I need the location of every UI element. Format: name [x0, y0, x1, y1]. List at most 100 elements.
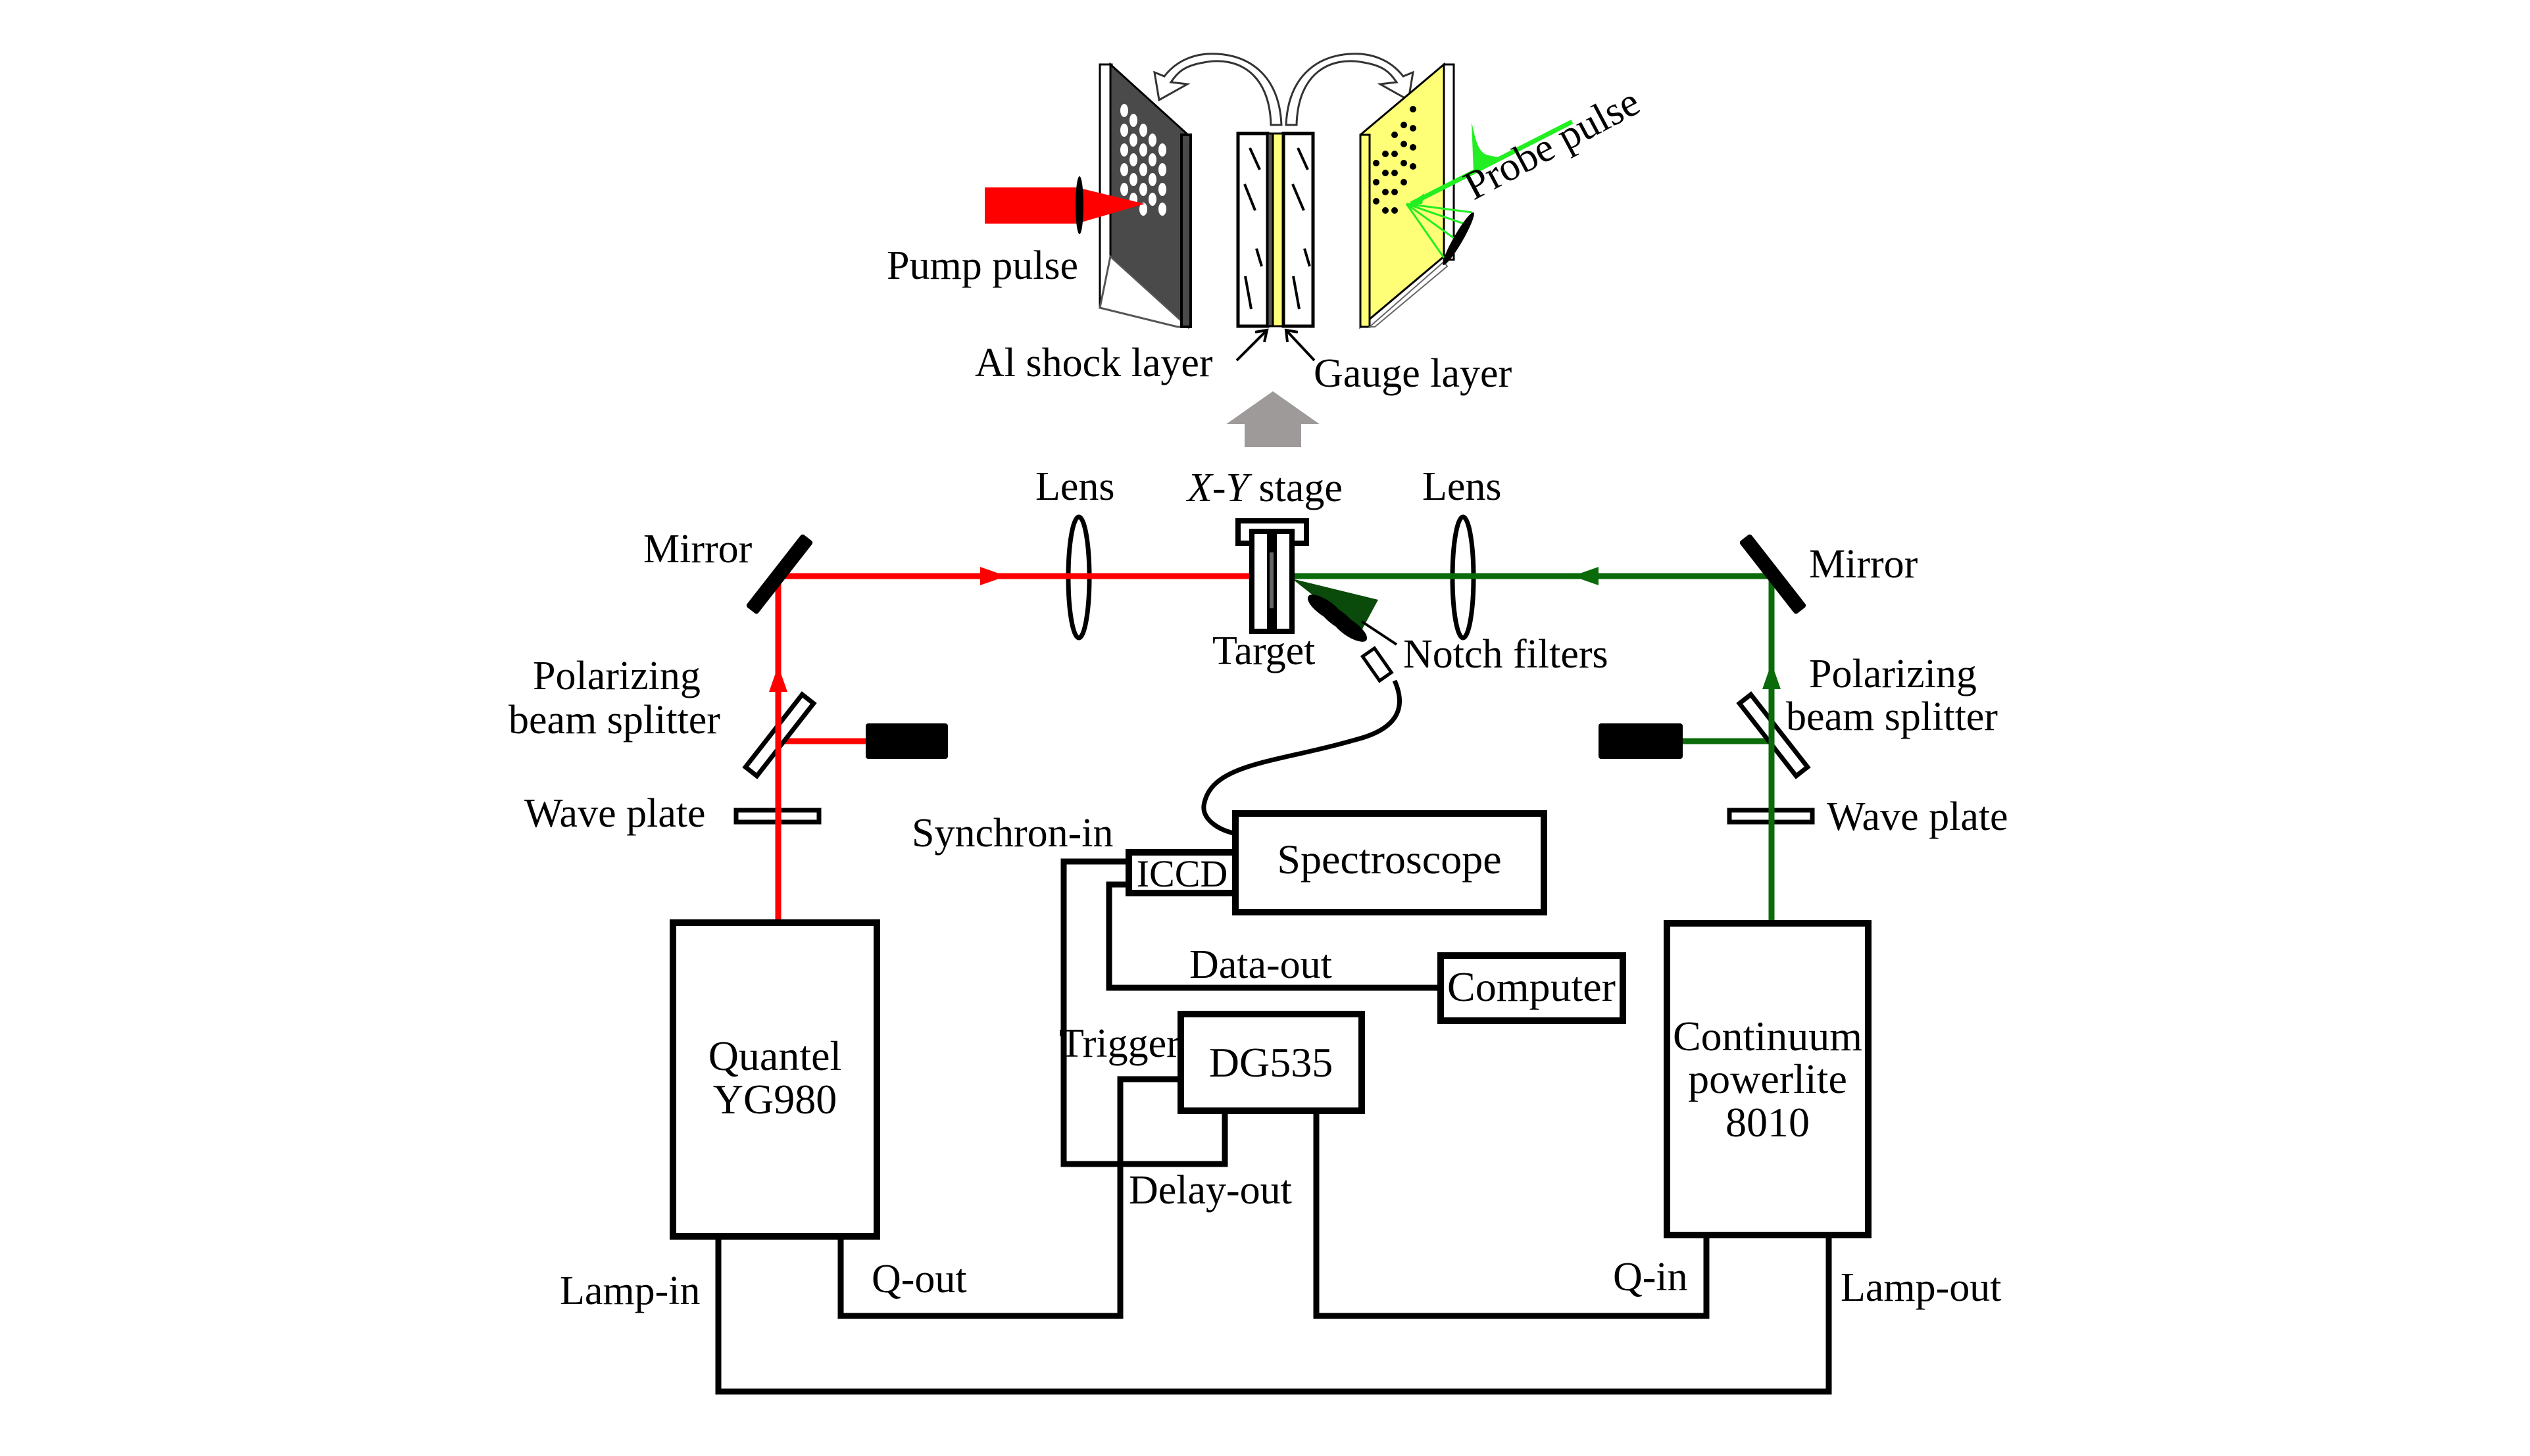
iccd-label: ICCD	[1137, 852, 1228, 895]
lamp-in-label: Lamp-in	[560, 1269, 701, 1313]
plate-dot	[1391, 151, 1398, 157]
continuum-label-line1: Continuum	[1673, 1013, 1862, 1059]
dg535-box	[1178, 1011, 1365, 1114]
target-sandwich	[1236, 132, 1315, 328]
q-out-label: Q-out	[872, 1257, 967, 1301]
plate-dot	[1382, 189, 1389, 195]
gauge-plate-dots	[1373, 106, 1416, 214]
q-in-label: Q-in	[1613, 1255, 1688, 1299]
plate-dot	[1410, 144, 1416, 151]
data-out-label: Data-out	[1189, 942, 1332, 987]
plate-dot	[1391, 132, 1398, 138]
plate-dot	[1391, 207, 1398, 214]
pump-pulse-beam	[985, 176, 1145, 234]
target-label: Target	[1212, 629, 1315, 673]
pump-side-plate	[1099, 62, 1192, 329]
notch-filters-label: Notch filters	[1403, 632, 1608, 677]
pump-focus-lens-icon	[1076, 176, 1083, 234]
pump-plate-holes	[1120, 104, 1166, 216]
notch-filter-pointer	[1360, 620, 1398, 646]
beam-direction-arrow-icon	[769, 666, 787, 692]
plate-dot	[1382, 207, 1389, 214]
scattered-light-cone	[1292, 579, 1378, 633]
computer-label: Computer	[1447, 963, 1616, 1010]
plate-dot	[1391, 189, 1398, 195]
xy-stage-target	[1235, 518, 1309, 634]
plate-hole	[1139, 183, 1147, 196]
plate-dot	[1401, 160, 1407, 166]
al-shock-layer-label: Al shock layer	[975, 341, 1213, 385]
plate-dot	[1401, 122, 1407, 128]
lamp-out-label: Lamp-out	[1841, 1265, 2002, 1310]
plate-hole	[1129, 114, 1137, 127]
plate-hole	[1120, 104, 1128, 117]
beam-direction-arrow-icon	[980, 567, 1006, 585]
continuum-label-line3: 8010	[1725, 1099, 1810, 1146]
plate-dot	[1391, 170, 1398, 176]
pbs-right-label-line1: Polarizing	[1809, 652, 1977, 696]
plate-hole	[1158, 143, 1166, 157]
collection-lens-icon	[1443, 212, 1474, 265]
plate-hole	[1158, 203, 1166, 216]
gauge-side-plate	[1359, 62, 1455, 329]
gauge-layer-label: Gauge layer	[1314, 351, 1512, 396]
plate-hole	[1149, 133, 1156, 147]
quantel-label-line2: YG980	[713, 1076, 837, 1123]
quantel-label-line1: Quantel	[708, 1032, 842, 1079]
plate-dot	[1373, 198, 1379, 205]
plate-dot	[1373, 160, 1379, 166]
probe-pulse-label: Probe pulse	[1457, 80, 1647, 209]
trigger-label: Trigger	[1059, 1021, 1180, 1066]
plate-dot	[1410, 163, 1416, 170]
layer-pointer-arrows	[1235, 328, 1316, 362]
probe-pulse-shape-icon	[1472, 122, 1501, 172]
plate-dot	[1382, 170, 1389, 176]
pbs-left-label-line1: Polarizing	[533, 654, 701, 698]
beam-direction-arrow-icon	[1572, 567, 1599, 585]
plate-hole	[1120, 163, 1128, 176]
continuum-laser-box	[1664, 920, 1872, 1238]
mirror-right-label: Mirror	[1809, 542, 1918, 587]
mirror-left-icon	[746, 534, 813, 614]
plate-dot	[1373, 179, 1379, 185]
plate-hole	[1120, 143, 1128, 157]
beam-direction-arrow-icon	[1762, 663, 1781, 689]
wave-plate-right-label: Wave plate	[1827, 794, 2008, 839]
plate-hole	[1139, 163, 1147, 176]
pbs-right-label-line2: beam splitter	[1786, 694, 1998, 739]
plate-hole	[1158, 163, 1166, 176]
beam-dump-left-icon	[866, 723, 948, 759]
plate-hole	[1149, 193, 1156, 206]
pbs-left-label-line2: beam splitter	[508, 698, 720, 742]
spectroscope-label: Spectroscope	[1277, 836, 1501, 883]
quantel-laser-box	[670, 919, 880, 1240]
lens-right-label: Lens	[1422, 464, 1502, 509]
iccd-box	[1126, 849, 1239, 896]
optical-fiber	[1201, 679, 1402, 837]
mirror-right-icon	[1739, 534, 1806, 614]
beam-dump-right-icon	[1599, 723, 1683, 759]
plate-hole	[1120, 124, 1128, 137]
synchron-in-label: Synchron-in	[912, 811, 1114, 856]
pump-pulse-label: Pump pulse	[887, 243, 1078, 288]
mirror-left-label: Mirror	[643, 527, 753, 571]
delay-out-label: Delay-out	[1129, 1168, 1292, 1213]
wave-plate-left-label: Wave plate	[524, 791, 706, 836]
plate-dot	[1401, 141, 1407, 147]
plate-dot	[1410, 125, 1416, 132]
plate-hole	[1139, 124, 1147, 137]
plate-hole	[1129, 173, 1137, 186]
plate-hole	[1158, 183, 1166, 196]
plate-dot	[1382, 151, 1389, 157]
lens-left-label: Lens	[1035, 464, 1115, 509]
probe-beam-path	[1292, 567, 1781, 923]
continuum-label-line2: powerlite	[1688, 1056, 1847, 1102]
plate-hole	[1149, 173, 1156, 186]
notch-filters	[1307, 595, 1368, 642]
fiber-connector-icon	[1360, 646, 1394, 683]
xy-stage-label: X-Y stage	[1185, 466, 1343, 510]
plate-hole	[1120, 183, 1128, 196]
flip-arrows	[1153, 53, 1414, 126]
